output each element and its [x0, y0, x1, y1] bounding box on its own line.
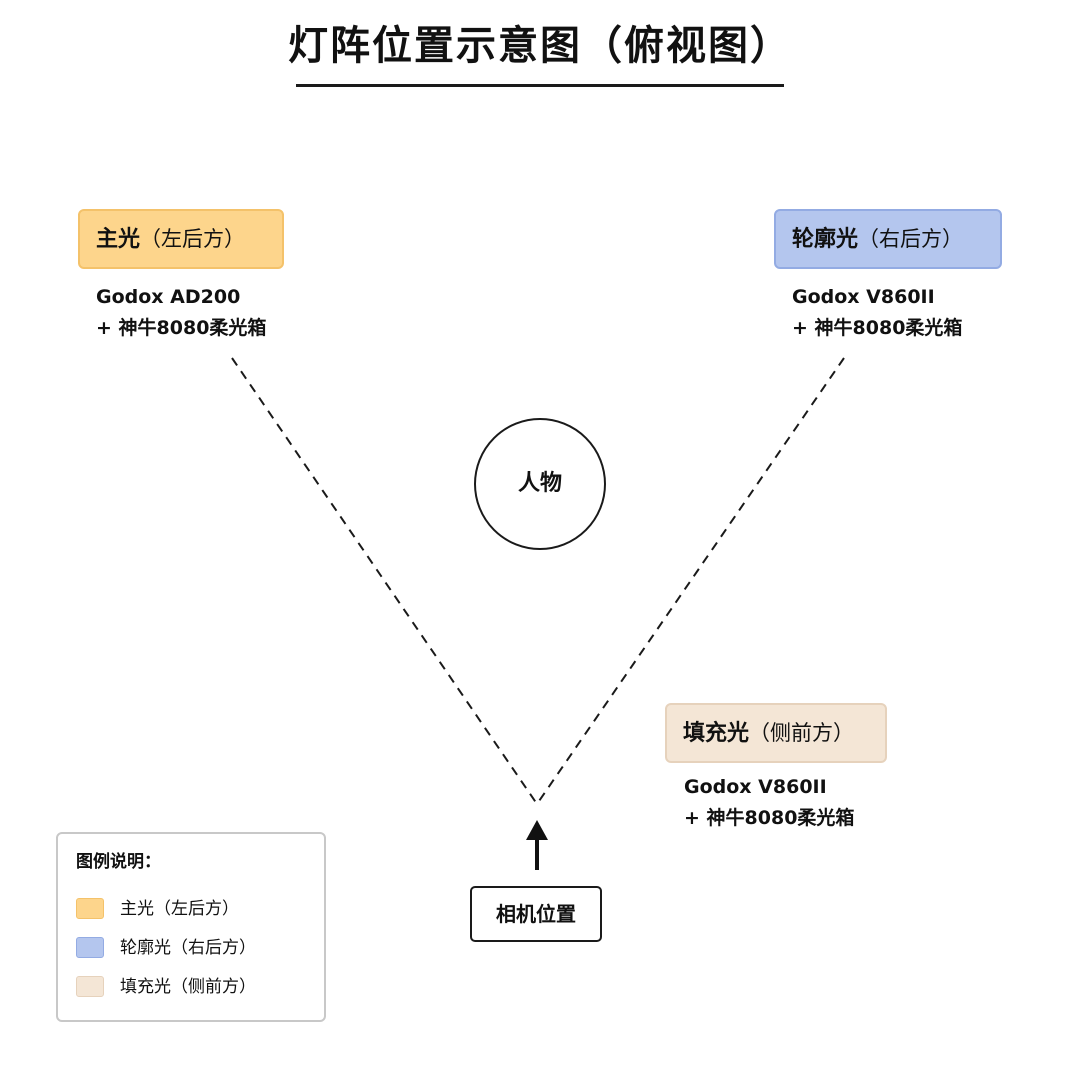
- legend-label-fill: 填充光（侧前方）: [120, 977, 256, 997]
- key-light-position: （左后方）: [140, 227, 246, 251]
- rim-light-path: [536, 357, 845, 805]
- key-light-name: 主光: [96, 227, 141, 252]
- camera-arrow: [526, 820, 548, 870]
- rim-light-label: 轮廓光（右后方）: [774, 209, 1002, 269]
- rim-light-gear-line2: + 神牛8080柔光箱: [792, 317, 963, 339]
- key-light-gear-line1: Godox AD200: [96, 286, 241, 308]
- fill-light-label: 填充光（侧前方）: [665, 703, 887, 763]
- fill-light-gear: Godox V860II + 神牛8080柔光箱: [684, 772, 854, 834]
- legend-swatch-fill: [76, 976, 104, 997]
- key-light-path: [231, 357, 538, 805]
- rim-light-name: 轮廓光: [792, 227, 859, 252]
- rim-light-position: （右后方）: [858, 227, 964, 251]
- legend-panel: 图例说明： 主光（左后方） 轮廓光（右后方） 填充光（侧前方）: [56, 832, 326, 1022]
- legend-swatch-key: [76, 898, 104, 919]
- camera-position-box: 相机位置: [470, 886, 602, 942]
- legend-title: 图例说明：: [76, 852, 161, 872]
- rim-light-gear-line1: Godox V860II: [792, 286, 935, 308]
- legend-label-key: 主光（左后方）: [120, 899, 239, 919]
- key-light-gear: Godox AD200 + 神牛8080柔光箱: [96, 282, 266, 344]
- rim-light-gear: Godox V860II + 神牛8080柔光箱: [792, 282, 962, 344]
- legend-swatch-rim: [76, 937, 104, 958]
- page-title: 灯阵位置示意图（俯视图）: [288, 23, 792, 69]
- subject-circle: 人物: [474, 418, 606, 550]
- fill-light-name: 填充光: [683, 721, 750, 746]
- legend-label-rim: 轮廓光（右后方）: [120, 938, 256, 958]
- fill-light-position: （侧前方）: [749, 721, 855, 745]
- key-light-gear-line2: + 神牛8080柔光箱: [96, 317, 267, 339]
- fill-light-gear-line1: Godox V860II: [684, 776, 827, 798]
- key-light-label: 主光（左后方）: [78, 209, 284, 269]
- fill-light-gear-line2: + 神牛8080柔光箱: [684, 807, 855, 829]
- title-underline: [296, 84, 784, 87]
